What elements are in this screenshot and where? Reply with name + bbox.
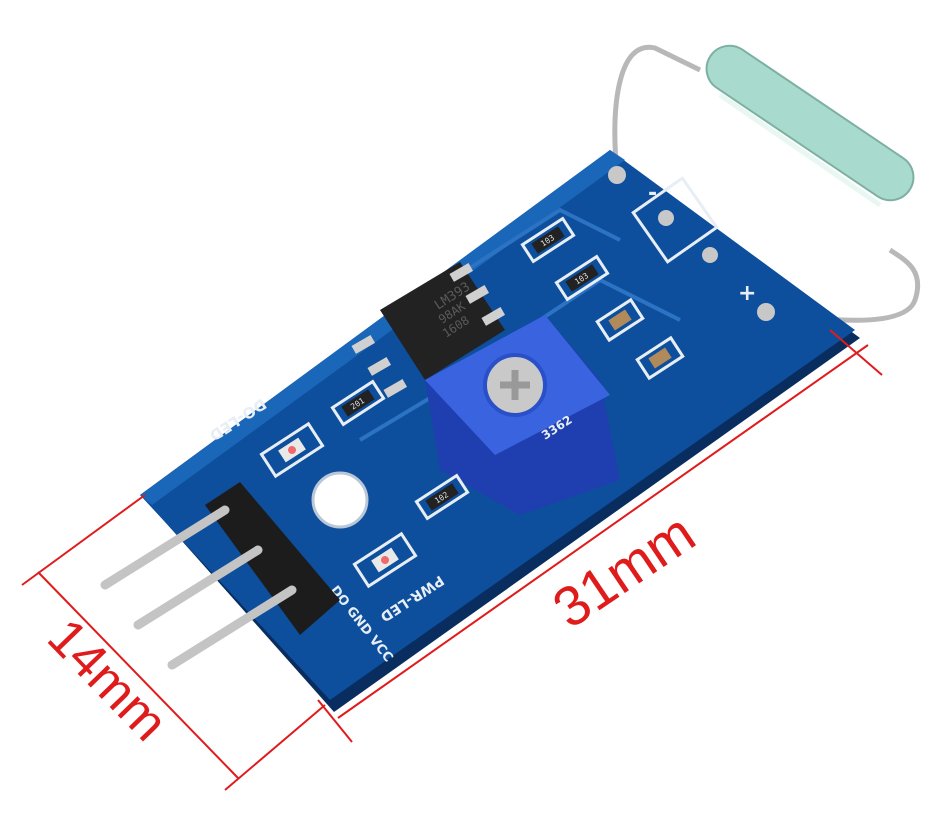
minus-label: - <box>648 181 657 206</box>
lm393-chip: LM393 98AK 1608 <box>351 262 506 398</box>
width-label: 14mm <box>36 608 178 752</box>
leds <box>259 421 418 589</box>
potentiometer: 3362 <box>425 315 620 515</box>
plus-label: + <box>738 281 756 306</box>
resistors: 103 103 102 201 <box>330 216 685 521</box>
header-pins <box>100 482 340 670</box>
